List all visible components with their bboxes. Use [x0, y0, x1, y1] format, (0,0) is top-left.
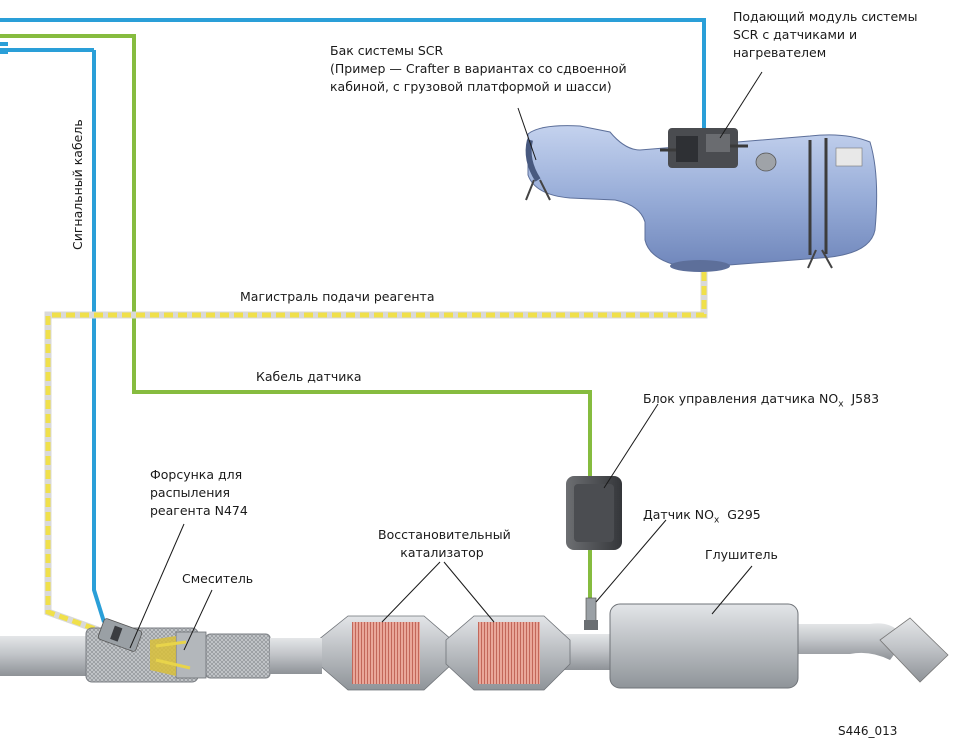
label-scr-tank-line3: кабиной, с грузовой платформой и шасси) — [330, 79, 612, 94]
muffler — [609, 603, 799, 689]
label-nox-control-unit-text: Блок управления датчика NO — [643, 391, 839, 406]
signal-cable-route — [0, 18, 706, 132]
label-nox-control-unit-code: J583 — [843, 391, 880, 406]
label-feed-module-line2: SCR с датчиками и — [733, 27, 858, 42]
label-feed-module-line3: нагревателем — [733, 45, 827, 60]
label-catalyst: Восстановительный катализатор — [378, 526, 511, 562]
label-nox-control-unit: Блок управления датчика NOx J583 — [643, 390, 879, 414]
label-nox-sensor: Датчик NOx G295 — [643, 506, 761, 530]
label-sensor-cable: Кабель датчика — [256, 369, 362, 384]
label-scr-tank: Бак системы SCR (Пример — Crafter в вари… — [330, 42, 627, 96]
label-injector-line1: Форсунка для — [150, 467, 243, 482]
label-nox-control-unit-sub: x — [838, 399, 844, 410]
pipe-section — [270, 638, 322, 674]
label-nox-sensor-text: Датчик NO — [643, 507, 714, 522]
label-catalyst-line2: катализатор — [400, 545, 484, 560]
feed-module — [660, 128, 748, 168]
label-injector: Форсунка для распыления реагента N474 — [150, 466, 248, 520]
label-scr-tank-line1: Бак системы SCR — [330, 43, 444, 58]
tailpipe — [879, 617, 949, 683]
label-feed-module-line1: Подающий модуль системы — [733, 9, 918, 24]
label-scr-tank-line2: (Пример — Crafter в вариантах со сдвоенн… — [330, 61, 627, 76]
scr-tank — [525, 125, 878, 272]
label-injector-line2: распыления — [150, 485, 231, 500]
label-muffler: Глушитель — [705, 547, 778, 562]
signal-cable-vertical — [92, 50, 106, 623]
reduction-catalyst-2 — [445, 615, 571, 691]
sensor-cable — [0, 34, 592, 600]
reduction-catalyst-1 — [317, 615, 453, 691]
flex-pipe — [205, 633, 271, 679]
label-catalyst-line1: Восстановительный — [378, 527, 511, 542]
leader-lines — [129, 71, 763, 651]
label-nox-sensor-code: G295 — [719, 507, 761, 522]
label-reagent-line: Магистраль подачи реагента — [240, 289, 435, 304]
label-feed-module: Подающий модуль системы SCR с датчиками … — [733, 8, 917, 62]
reagent-line-dash — [45, 272, 707, 633]
reagent-injector — [97, 618, 143, 652]
figure-code: S446_013 — [838, 724, 898, 738]
reagent-line-base — [44, 272, 708, 634]
label-nox-sensor-sub: x — [713, 515, 720, 526]
label-injector-line3: реагента N474 — [150, 503, 248, 518]
label-mixer: Смеситель — [182, 571, 254, 586]
nox-sensor — [584, 597, 598, 630]
nox-control-unit — [566, 476, 622, 550]
label-signal-cable: Сигнальный кабель — [70, 119, 85, 250]
